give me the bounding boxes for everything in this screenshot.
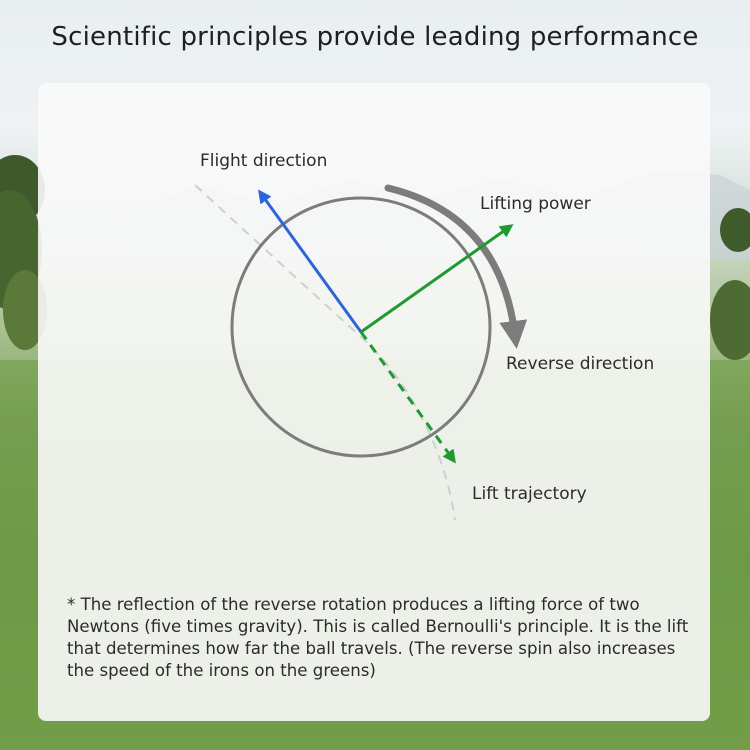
trees-left	[0, 155, 47, 350]
diagram-panel	[38, 83, 710, 721]
flight-direction-label: Flight direction	[200, 151, 327, 171]
trees-right	[710, 208, 750, 360]
lifting-power-label: Lifting power	[480, 194, 591, 214]
lift-trajectory-arrow	[359, 331, 456, 464]
lifting-power-arrow	[360, 224, 514, 334]
golf-ball-circle	[230, 196, 492, 458]
page-title: Scientific principles provide leading pe…	[51, 22, 699, 52]
reverse-direction-label: Reverse direction	[506, 354, 654, 374]
footnote-text: * The reflection of the reverse rotation…	[67, 595, 689, 680]
reverse-rotation-arrow	[384, 184, 528, 349]
flight-trajectory-curve	[194, 184, 456, 521]
lift-trajectory-label: Lift trajectory	[472, 484, 587, 504]
flight-direction-arrow	[258, 189, 363, 333]
